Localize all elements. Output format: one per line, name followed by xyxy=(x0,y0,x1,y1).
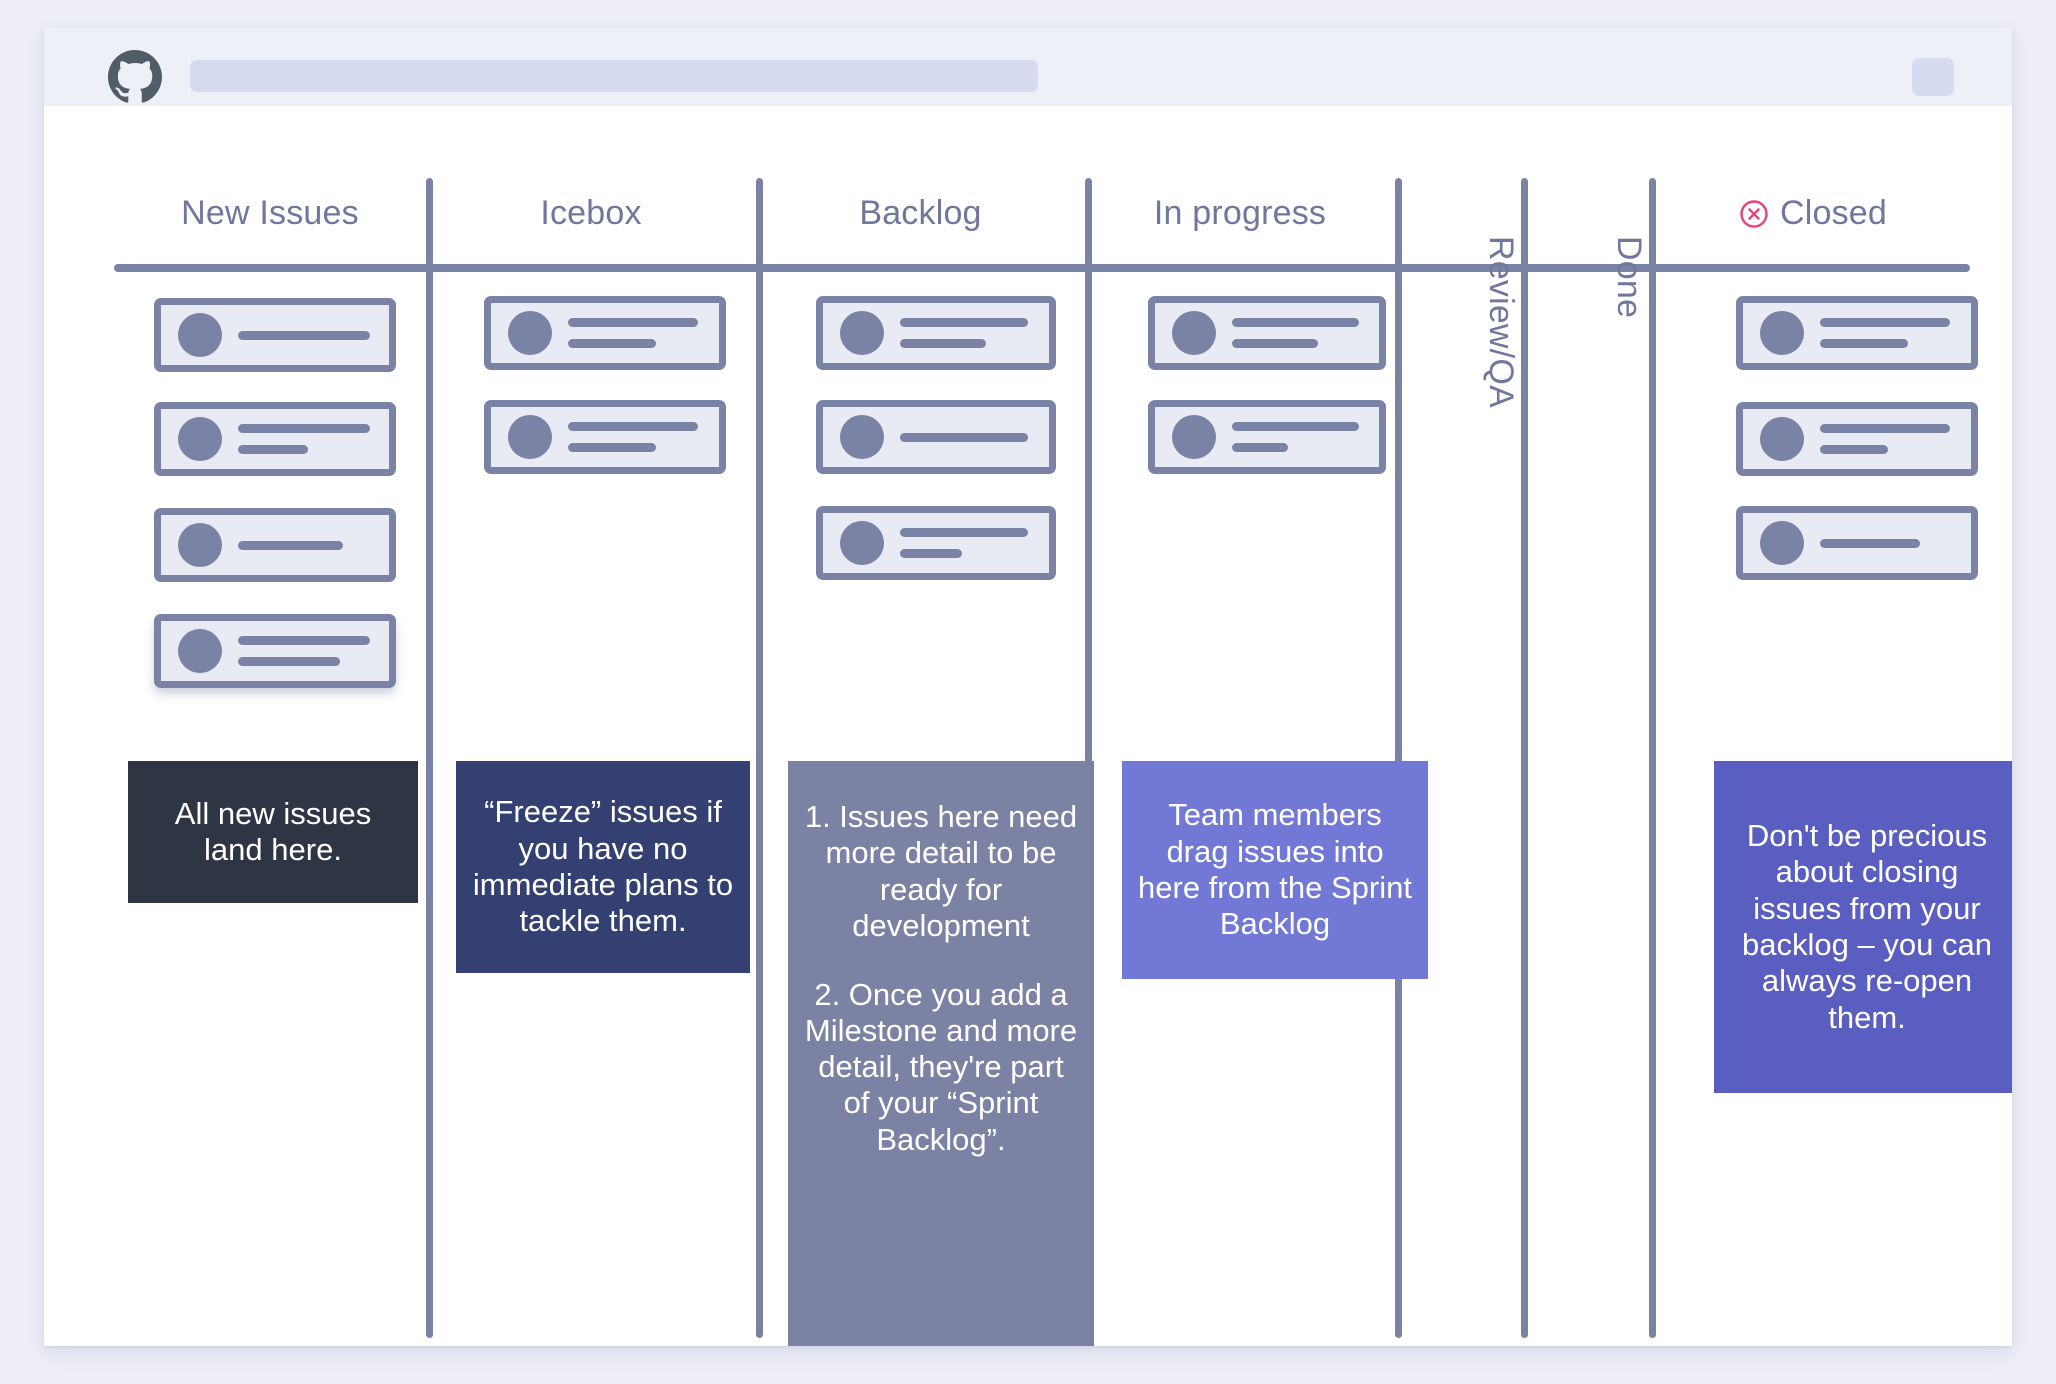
card-text-line xyxy=(568,339,656,348)
avatar xyxy=(508,415,552,459)
avatar xyxy=(1172,415,1216,459)
card-text-line xyxy=(1820,318,1950,327)
card-text-line xyxy=(1820,538,1920,548)
sticky-note-backlog: 1. Issues here need more detail to be re… xyxy=(788,761,1094,1346)
note-paragraph: All new issues land here. xyxy=(174,795,372,867)
avatar xyxy=(508,311,552,355)
issue-card[interactable] xyxy=(1148,296,1386,370)
card-text-line xyxy=(568,318,698,327)
column-label: Closed xyxy=(1779,194,1888,232)
column-title-in-progress: In progress xyxy=(1085,194,1395,233)
avatar xyxy=(1760,311,1804,355)
issue-card[interactable] xyxy=(816,400,1056,474)
note-paragraph: Don't be precious about closing issues f… xyxy=(1742,818,1992,1035)
browser-topbar xyxy=(44,28,2012,106)
column-title-closed: Closed xyxy=(1656,194,1970,238)
card-text-line xyxy=(238,445,308,454)
column-title-new-issues: New Issues xyxy=(114,194,426,233)
card-text-line xyxy=(1820,424,1950,433)
card-text-line xyxy=(238,424,370,433)
card-text-line xyxy=(1820,445,1888,454)
card-text-line xyxy=(900,432,1028,442)
column-label: In progress xyxy=(1153,194,1327,232)
column-label: Icebox xyxy=(540,194,642,232)
card-text-line xyxy=(238,636,370,645)
column-label: Backlog xyxy=(859,194,982,232)
card-text-line xyxy=(1232,339,1318,348)
column-label: Review/QA xyxy=(1482,236,1520,408)
avatar xyxy=(1760,417,1804,461)
sticky-note-closed: Don't be precious about closing issues f… xyxy=(1714,761,2012,1093)
column-divider-2 xyxy=(756,178,763,1338)
issue-card[interactable] xyxy=(816,506,1056,580)
closed-issue-icon xyxy=(1739,199,1769,229)
card-text-line xyxy=(238,330,370,340)
issue-card[interactable] xyxy=(154,402,396,476)
issue-card[interactable] xyxy=(1148,400,1386,474)
card-text-line xyxy=(900,528,1028,537)
issue-card[interactable] xyxy=(1736,506,1978,580)
note-paragraph: “Freeze” issues if you have no immediate… xyxy=(472,794,734,939)
sticky-note-new-issues: All new issues land here. xyxy=(128,761,418,903)
note-paragraph: 2. Once you add a Milestone and more det… xyxy=(804,976,1078,1157)
column-divider-5 xyxy=(1521,178,1528,1338)
card-text-line xyxy=(238,657,340,666)
note-paragraph: Team members drag issues into here from … xyxy=(1138,797,1412,942)
sticky-note-icebox: “Freeze” issues if you have no immediate… xyxy=(456,761,750,973)
avatar xyxy=(178,313,222,357)
avatar xyxy=(178,629,222,673)
avatar xyxy=(840,311,884,355)
github-octocat-icon xyxy=(108,50,162,104)
card-text-line xyxy=(1232,443,1288,452)
card-text-line xyxy=(568,422,698,431)
issue-card[interactable] xyxy=(154,508,396,582)
card-text-line xyxy=(1232,422,1359,431)
column-label: New Issues xyxy=(181,194,359,232)
issue-card[interactable] xyxy=(154,298,396,372)
card-text-line xyxy=(568,443,656,452)
column-divider-1 xyxy=(426,178,433,1338)
column-title-backlog: Backlog xyxy=(756,194,1085,233)
avatar xyxy=(178,417,222,461)
note-paragraph: 1. Issues here need more detail to be re… xyxy=(804,799,1078,943)
column-title-done: Done xyxy=(1609,236,1648,318)
avatar xyxy=(1172,311,1216,355)
column-label: Done xyxy=(1610,236,1648,319)
app-window: New Issues Icebox Backlog In progress Re… xyxy=(44,28,2012,1346)
header-rule-left xyxy=(114,264,1718,272)
header-rule-closed xyxy=(1656,264,1970,272)
card-text-line xyxy=(900,318,1028,327)
issue-card[interactable] xyxy=(816,296,1056,370)
address-bar-input[interactable] xyxy=(190,60,1038,92)
project-board: New Issues Icebox Backlog In progress Re… xyxy=(44,106,2012,1346)
column-title-icebox: Icebox xyxy=(426,194,756,233)
issue-card[interactable] xyxy=(154,614,396,688)
issue-card[interactable] xyxy=(484,296,726,370)
issue-card[interactable] xyxy=(484,400,726,474)
avatar xyxy=(840,521,884,565)
card-text-line xyxy=(238,540,343,550)
column-title-review-qa: Review/QA xyxy=(1481,236,1520,408)
avatar xyxy=(178,523,222,567)
card-text-line xyxy=(900,549,962,558)
avatar[interactable] xyxy=(1912,58,1954,96)
card-text-line xyxy=(1820,339,1908,348)
issue-card[interactable] xyxy=(1736,296,1978,370)
column-divider-4 xyxy=(1395,178,1402,1338)
card-text-line xyxy=(900,339,986,348)
sticky-note-in-progress: Team members drag issues into here from … xyxy=(1122,761,1428,979)
avatar xyxy=(840,415,884,459)
card-text-line xyxy=(1232,318,1359,327)
avatar xyxy=(1760,521,1804,565)
column-divider-6 xyxy=(1649,178,1656,1338)
column-divider-3 xyxy=(1085,178,1092,1338)
issue-card[interactable] xyxy=(1736,402,1978,476)
